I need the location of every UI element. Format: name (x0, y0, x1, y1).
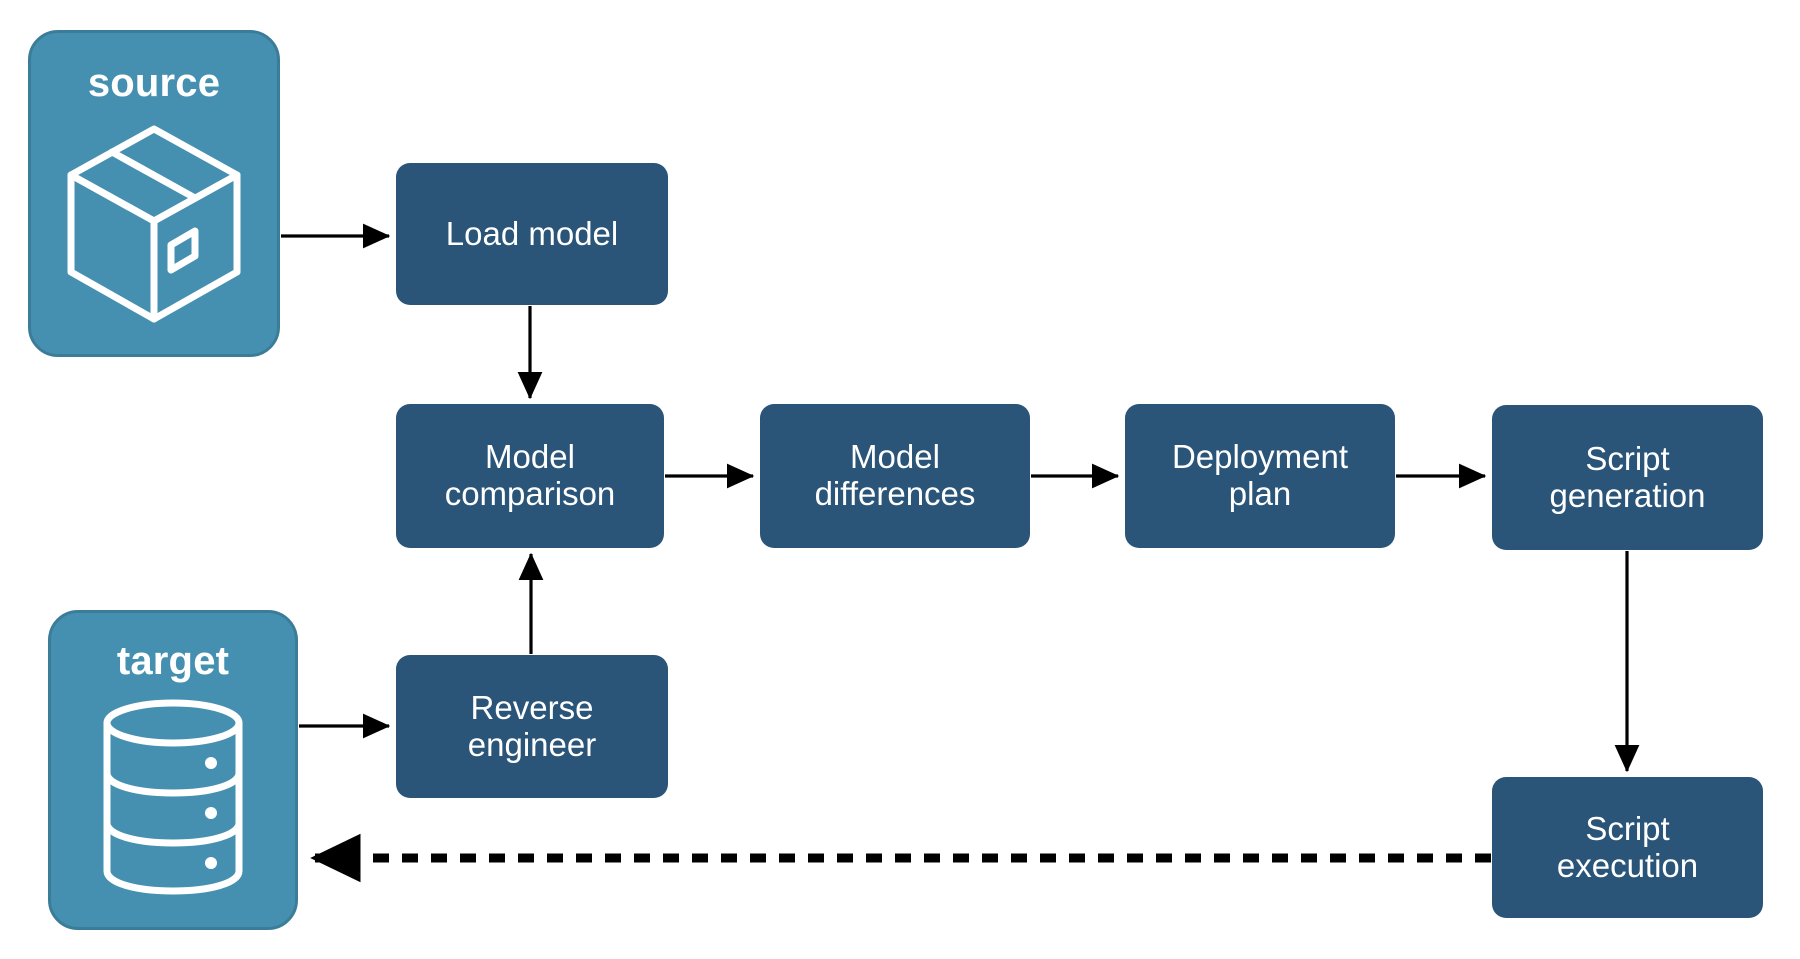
node-reverse-engineer[interactable]: Reverse engineer (396, 655, 668, 798)
node-script-generation-label: Script generation (1549, 439, 1706, 514)
node-model-comparison-label: Model comparison (444, 438, 616, 512)
node-load-model[interactable]: Load model (396, 163, 668, 305)
node-deployment-plan-label: Deployment plan (1171, 438, 1349, 512)
node-model-comparison[interactable]: Model comparison (396, 404, 664, 548)
source-endpoint-card[interactable]: source (28, 30, 280, 357)
node-script-execution[interactable]: Script execution (1492, 777, 1763, 918)
package-box-icon (59, 117, 249, 337)
node-deployment-plan[interactable]: Deployment plan (1125, 404, 1395, 548)
node-model-differences-label: Model differences (814, 438, 976, 512)
node-load-model-label: Load model (445, 214, 619, 252)
node-script-generation[interactable]: Script generation (1492, 405, 1763, 550)
node-reverse-engineer-label: Reverse engineer (467, 688, 597, 763)
source-label: source (87, 61, 221, 105)
target-endpoint-card[interactable]: target (48, 610, 298, 930)
database-cylinder-icon (93, 697, 253, 902)
node-model-differences[interactable]: Model differences (760, 404, 1030, 548)
target-label: target (116, 639, 230, 683)
node-script-execution-label: Script execution (1556, 809, 1699, 884)
